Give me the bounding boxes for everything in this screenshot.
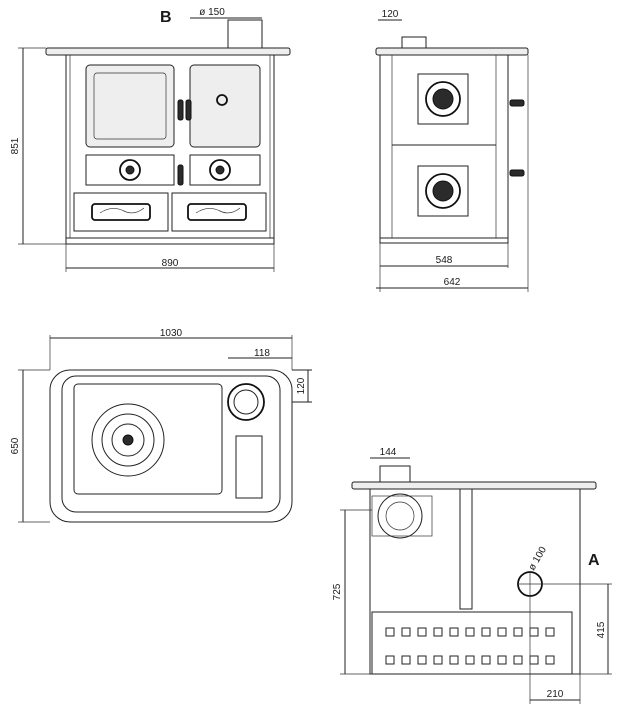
top-outline <box>49 369 293 523</box>
front-firebox-door <box>85 64 175 148</box>
side-vent-top-icon <box>425 81 461 117</box>
rear-top-plate <box>351 481 597 490</box>
inlet-offset-label: 210 <box>547 689 564 700</box>
side-flue-offset-label: 120 <box>382 9 399 20</box>
front-top-plate <box>45 47 291 56</box>
rear-view: 144 725 ø 100 A 415 210 <box>332 447 612 704</box>
rear-flue-width-label: 144 <box>380 447 397 458</box>
top-width-label: 1030 <box>160 328 183 339</box>
rear-view-marker: A <box>588 552 600 569</box>
front-width-label: 890 <box>162 258 179 269</box>
rear-vented-base <box>371 611 573 675</box>
front-drawer-left <box>73 192 169 232</box>
rear-body <box>369 488 581 675</box>
rear-flue-outlet-icon <box>377 493 423 539</box>
hotplate-area <box>73 383 223 495</box>
front-flue <box>227 19 263 49</box>
top-flue-collar-icon <box>227 383 265 421</box>
top-depth-label: 650 <box>10 437 21 454</box>
thermometer-icon <box>216 94 228 106</box>
side-vent-bottom-icon <box>425 173 461 209</box>
front-oven-door <box>189 64 261 148</box>
inlet-height-label: 415 <box>596 621 607 638</box>
side-body-width-label: 548 <box>436 255 453 266</box>
rear-flue <box>379 465 411 483</box>
inlet-diameter-label: ø 100 <box>527 545 550 573</box>
front-flue-diameter-label: ø 150 <box>199 7 225 18</box>
air-control-knob-icon <box>119 159 141 181</box>
damper-knob-icon <box>209 159 231 181</box>
front-drawer-right <box>171 192 267 232</box>
top-view: 1030 118 120 650 <box>10 328 312 523</box>
side-flue <box>401 36 427 49</box>
side-top-plate <box>375 47 529 56</box>
top-firebox-opening <box>235 435 263 499</box>
rear-height-label: 725 <box>332 583 343 600</box>
hotplate-rings-icon <box>91 403 165 477</box>
top-flue-offset-y-label: 120 <box>296 377 307 394</box>
front-view: 890 851 ø 150 B <box>10 7 291 272</box>
front-view-marker: B <box>160 9 172 26</box>
top-flue-offset-x-label: 118 <box>254 348 270 359</box>
side-total-width-label: 642 <box>444 277 461 288</box>
vent-slots <box>385 627 555 665</box>
front-height-label: 851 <box>10 137 21 154</box>
side-view: 548 642 120 <box>375 9 529 292</box>
